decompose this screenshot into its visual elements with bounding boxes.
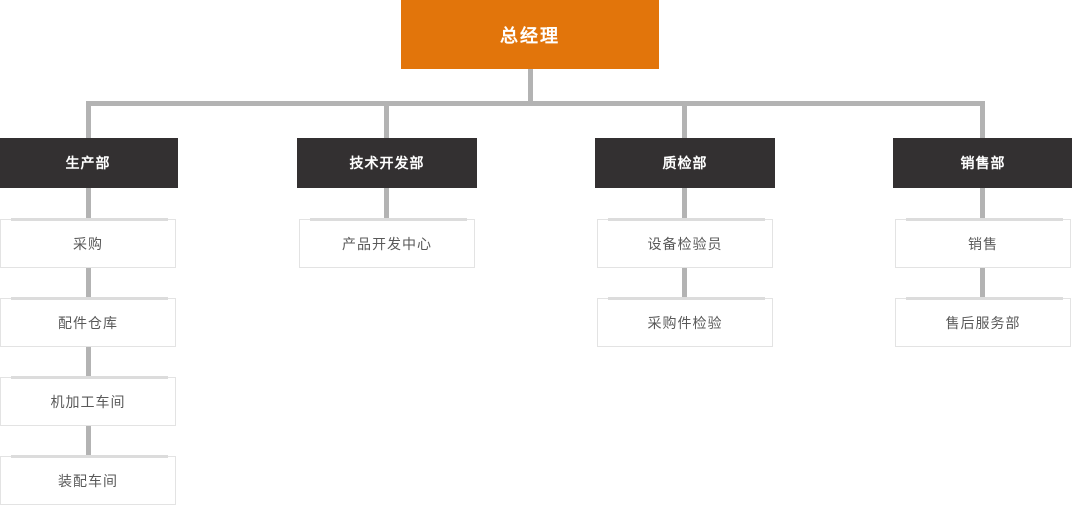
connector-col2-stub <box>384 101 389 138</box>
connector-line <box>86 426 91 456</box>
connector-line <box>384 188 389 219</box>
connector-horizontal-line <box>86 101 985 106</box>
connector-line <box>980 188 985 219</box>
connector-line <box>86 188 91 219</box>
connector-line <box>86 268 91 298</box>
connector-col1-stub <box>86 101 91 138</box>
org-node-after-sales-service: 售后服务部 <box>895 297 1071 347</box>
org-node-machining-shop: 机加工车间 <box>0 376 176 426</box>
org-node-equipment-inspector: 设备检验员 <box>597 218 773 268</box>
org-node-sales-dept: 销售部 <box>893 138 1072 188</box>
org-node-production-dept: 生产部 <box>0 138 178 188</box>
connector-line <box>682 268 687 298</box>
connector-line <box>980 268 985 298</box>
org-node-sales: 销售 <box>895 218 1071 268</box>
org-node-general-manager: 总经理 <box>401 0 659 69</box>
connector-line <box>682 188 687 219</box>
org-node-purchased-parts-inspection: 采购件检验 <box>597 297 773 347</box>
connector-line <box>86 347 91 377</box>
org-node-parts-warehouse: 配件仓库 <box>0 297 176 347</box>
org-node-quality-dept: 质检部 <box>595 138 775 188</box>
org-node-tech-dev-dept: 技术开发部 <box>297 138 477 188</box>
org-node-purchasing: 采购 <box>0 218 176 268</box>
org-node-product-dev-center: 产品开发中心 <box>299 218 475 268</box>
connector-col3-stub <box>682 101 687 138</box>
connector-root-stub <box>528 69 533 101</box>
connector-col4-stub <box>980 101 985 138</box>
org-node-assembly-shop: 装配车间 <box>0 455 176 505</box>
